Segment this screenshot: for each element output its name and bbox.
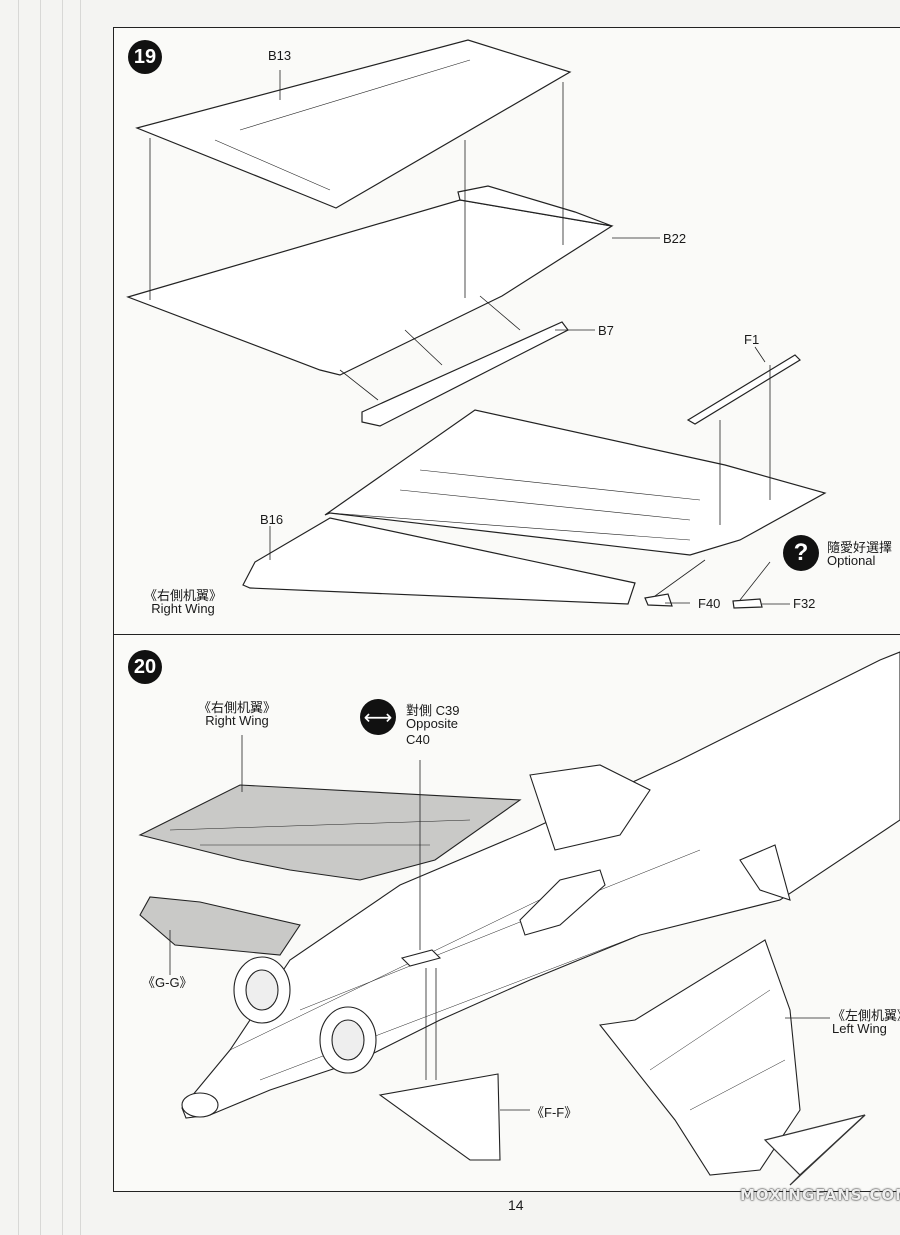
part-f1 <box>686 354 801 425</box>
watermark-text: MOXINGFANS.COM <box>740 1186 900 1204</box>
label-f40: F40 <box>698 596 721 611</box>
page-edge <box>18 0 19 1235</box>
right-wing-label-zh: 《右側机翼》 <box>143 588 222 603</box>
opposite-label-en: Opposite <box>406 716 459 731</box>
part-b7 <box>361 321 569 427</box>
vertical-tail <box>529 764 651 851</box>
part-c39-c40 <box>400 949 442 967</box>
left-wing-label-en: Left Wing <box>832 1021 887 1036</box>
label-g-g: 《G-G》 <box>142 975 193 990</box>
part-left-wing <box>598 939 801 1176</box>
label-f1: F1 <box>744 332 760 347</box>
optional-label-zh: 隨愛好選擇 <box>827 540 893 555</box>
opposite-label-zh: 對側 C39 <box>406 703 460 718</box>
label-b22: B22 <box>663 231 687 246</box>
optional-question-icon: ? <box>783 535 819 571</box>
watermark-logo <box>763 1114 866 1186</box>
label-b16: B16 <box>260 512 284 527</box>
part-f-f <box>378 1073 501 1161</box>
label-f32: F32 <box>793 596 816 611</box>
left-wing-label-zh: 《左側机翼》 <box>832 1008 900 1023</box>
label-b13: B13 <box>268 48 292 63</box>
opposite-arrows-icon: ⟷ <box>360 699 396 735</box>
optional-label-en: Optional <box>827 553 876 568</box>
step-19-badge: 19 <box>128 40 162 74</box>
right-wing-20-label-zh: 《右側机翼》 <box>197 700 276 715</box>
page-number: 14 <box>508 1197 524 1213</box>
part-right-wing <box>138 784 522 881</box>
label-b7: B7 <box>598 323 614 338</box>
page-edge <box>80 0 81 1235</box>
part-b16 <box>242 517 636 605</box>
step-20-badge: 20 <box>128 650 162 684</box>
page-edge <box>40 0 41 1235</box>
opposite-part-label: C40 <box>406 732 430 747</box>
part-g-g-stabilizer <box>139 896 301 956</box>
part-b13 <box>135 39 572 209</box>
label-f-f: 《F-F》 <box>531 1105 578 1120</box>
fuselage <box>181 651 900 1119</box>
right-wing-20-label-en: Right Wing <box>205 713 269 728</box>
part-f32 <box>732 598 763 609</box>
right-wing-label-en: Right Wing <box>151 601 215 616</box>
part-wing-lower <box>324 409 827 556</box>
page-edge <box>62 0 63 1235</box>
